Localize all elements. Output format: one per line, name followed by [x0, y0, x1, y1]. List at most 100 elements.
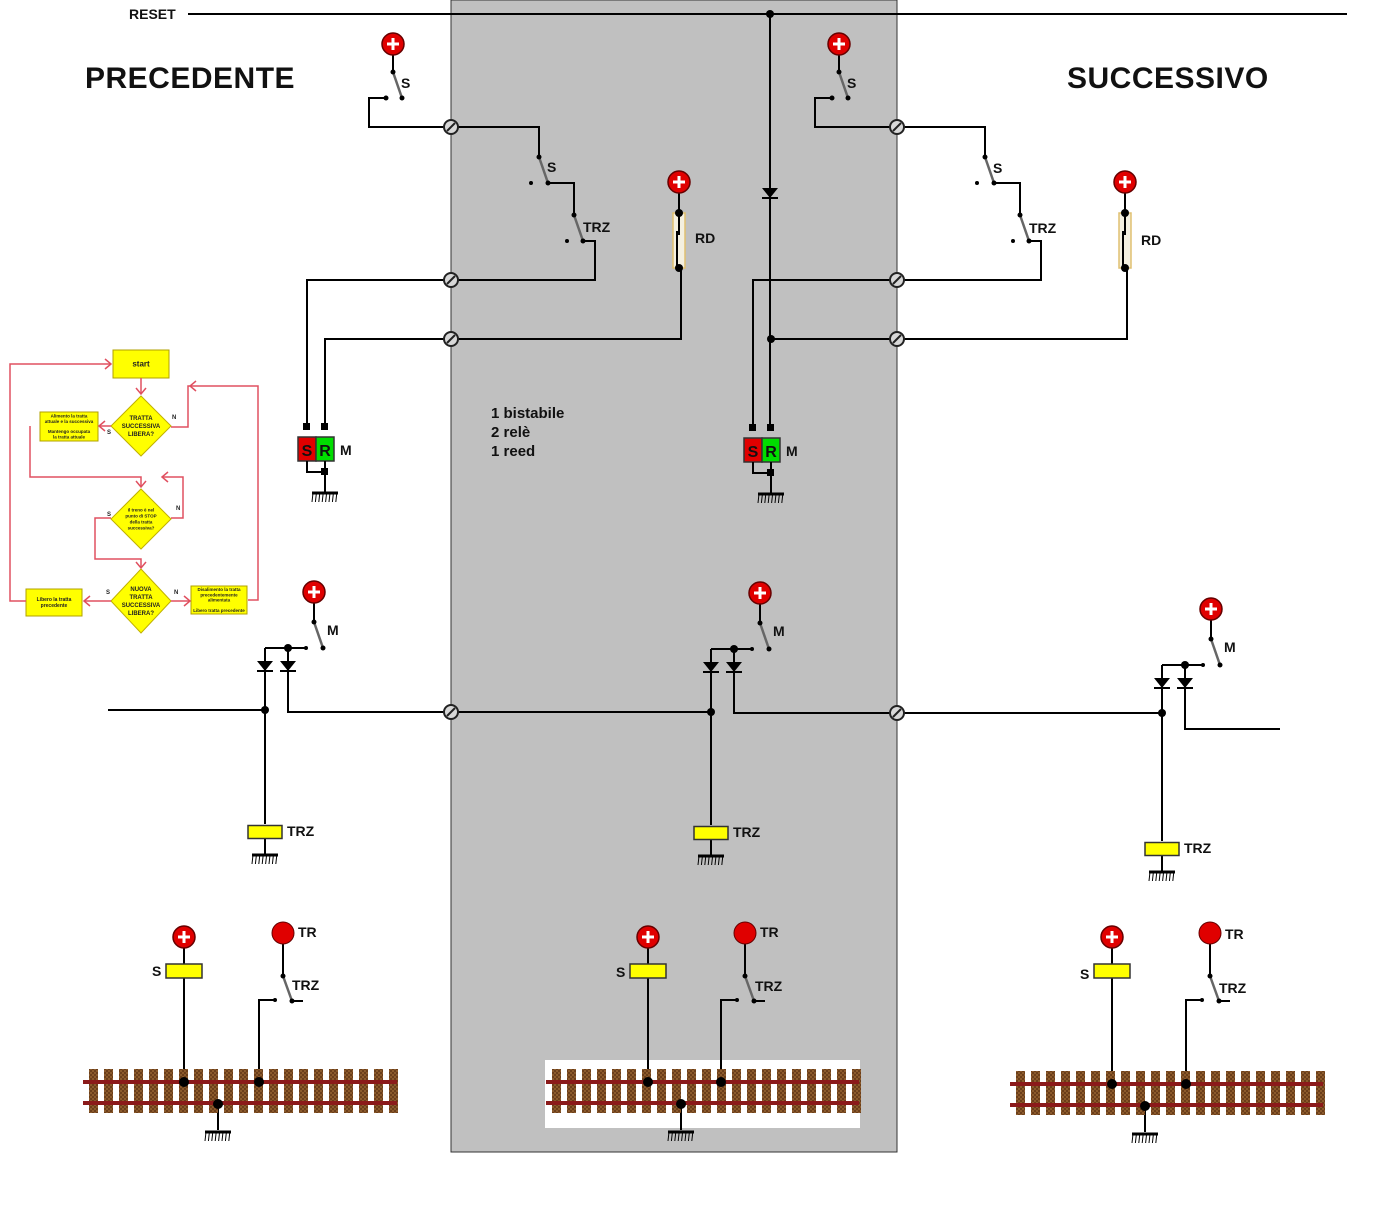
- track-tr-label-3: TR: [1225, 926, 1244, 942]
- ground-hatch: [1172, 871, 1175, 882]
- ground-hatch: [325, 492, 328, 503]
- plus-supply-icon: [302, 580, 326, 604]
- wire: [752, 279, 890, 426]
- track-sleeper: [329, 1069, 338, 1113]
- flow-action-depower-prev: [190, 585, 248, 615]
- ground-hatch: [314, 492, 317, 503]
- ground-hatch: [275, 854, 278, 865]
- flow-arrowhead: [82, 595, 91, 607]
- diode-icon: [703, 662, 719, 673]
- switch-blade: [572, 214, 585, 242]
- switch-blade: [743, 975, 756, 1002]
- junction-dot: [735, 998, 739, 1002]
- track-sleeper: [269, 1069, 278, 1113]
- switch-trz-label-left: TRZ: [583, 219, 611, 235]
- wire: [994, 182, 1021, 215]
- section-title-next: SUCCESSIVO: [1067, 62, 1269, 95]
- ground-hatch: [1162, 871, 1165, 882]
- ground-hatch: [777, 493, 780, 504]
- wire: [258, 999, 275, 1082]
- flow-decision-stop-point: [110, 488, 172, 550]
- diode-icon: [1154, 678, 1170, 689]
- ground-hatch: [1151, 871, 1154, 882]
- bistable-pin: [767, 424, 774, 431]
- rail-track-icon: [1010, 1071, 1325, 1115]
- wire: [720, 999, 737, 1082]
- track-sleeper: [1166, 1071, 1175, 1115]
- plus-supply-icon: [827, 32, 851, 56]
- terminal-slot: [446, 334, 456, 344]
- track-trz-contact-icon: [742, 973, 757, 1004]
- ground-hatch: [271, 854, 274, 865]
- plus-bar-v: [837, 38, 841, 50]
- track-sleeper: [687, 1069, 696, 1113]
- junction-dot: [1201, 663, 1205, 667]
- switch-tip: [766, 646, 772, 652]
- ground-hatch: [704, 855, 707, 866]
- ground-hatch: [714, 855, 717, 866]
- junction-dot: [1181, 1079, 1191, 1089]
- diode-icon: [280, 661, 296, 672]
- ground-hatch: [771, 493, 774, 504]
- track-sleeper: [299, 1069, 308, 1113]
- section-title-previous: PRECEDENTE: [85, 62, 296, 95]
- track-sleeper: [807, 1069, 816, 1113]
- reed-switch-icon: [672, 209, 686, 272]
- track-sleeper: [1016, 1071, 1025, 1115]
- switch-tip: [399, 95, 405, 101]
- junction-dot: [676, 1099, 686, 1109]
- track-sleeper: [224, 1069, 233, 1113]
- switch-s2-label-left: S: [547, 159, 557, 175]
- ground-hatch: [251, 854, 254, 865]
- ground-hatch: [721, 855, 724, 866]
- track-sleeper: [612, 1069, 621, 1113]
- switch-tip: [320, 645, 326, 651]
- ground-hatch: [700, 855, 703, 866]
- relay-coil: [629, 963, 667, 979]
- ground-icon: [1131, 1132, 1158, 1144]
- bistable-reset-label: R: [319, 443, 331, 460]
- flow-action-free-prev: [25, 588, 83, 617]
- plus-bar-v: [677, 176, 681, 188]
- track-sleeper: [1241, 1071, 1250, 1115]
- junction-dot: [1200, 998, 1204, 1002]
- track-sleeper: [852, 1069, 861, 1113]
- flow-yes-label: S: [107, 512, 111, 518]
- track-rail-lower: [1010, 1103, 1323, 1107]
- junction-dot: [707, 708, 715, 716]
- ground-icon: [667, 1130, 694, 1142]
- ground-hatch: [254, 854, 257, 865]
- track-sleeper: [1076, 1071, 1085, 1115]
- bistable-common-wire: [306, 461, 325, 473]
- plus-supply-icon: [636, 925, 660, 949]
- plus-bar-v: [312, 586, 316, 598]
- track-sleeper: [89, 1069, 98, 1113]
- wire: [904, 240, 1042, 281]
- ground-icon: [697, 854, 724, 866]
- track-trz-contact-icon: [1207, 973, 1222, 1004]
- ground-hatch: [674, 1131, 677, 1142]
- wire: [904, 268, 1128, 340]
- terminal-screw-icon: [443, 272, 459, 288]
- track-s-label-3: S: [1080, 966, 1090, 982]
- track-trz-label-3: TRZ: [1219, 980, 1247, 996]
- switch-trz-label-right: TRZ: [1029, 220, 1057, 236]
- switch-pivot: [836, 69, 842, 75]
- track-sleeper: [792, 1069, 801, 1113]
- track-sleeper: [1286, 1071, 1295, 1115]
- diode-triangle: [762, 188, 778, 198]
- track-rail-lower: [546, 1101, 859, 1105]
- ground-hatch: [707, 855, 710, 866]
- flow-no-label: N: [172, 415, 176, 421]
- switch-tip: [289, 998, 295, 1004]
- track-sleeper: [314, 1069, 323, 1113]
- plus-bar-v: [1123, 176, 1127, 188]
- diode-icon: [726, 662, 742, 673]
- ground-hatch: [1148, 871, 1151, 882]
- switch-s2-icon: [982, 154, 997, 186]
- track-sleeper: [284, 1069, 293, 1113]
- wire: [324, 338, 444, 426]
